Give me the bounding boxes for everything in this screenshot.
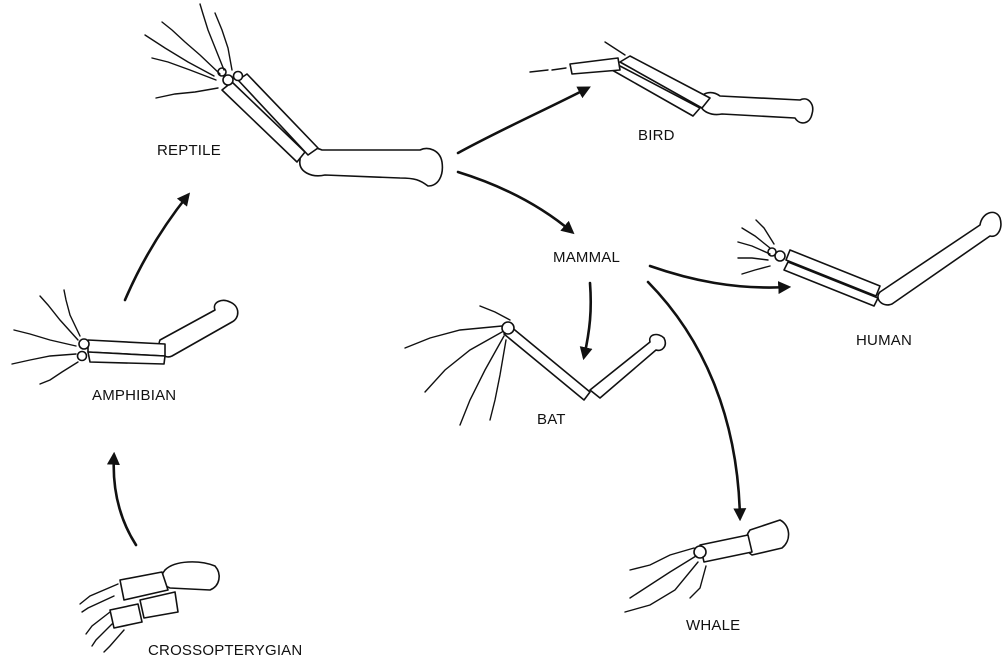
label-whale: WHALE xyxy=(686,618,740,633)
human-limb-illustration xyxy=(738,212,1001,306)
label-bat: BAT xyxy=(537,412,566,427)
arrow-reptile-to-bird xyxy=(458,88,588,153)
crossopterygian-fin-illustration xyxy=(80,562,219,652)
arrow-reptile-to-mammal xyxy=(458,172,572,232)
whale-limb-illustration xyxy=(625,520,789,612)
label-human: HUMAN xyxy=(856,333,912,348)
label-mammal: MAMMAL xyxy=(553,250,620,265)
label-bird: BIRD xyxy=(638,128,675,143)
arrow-mammal-to-human xyxy=(650,266,788,288)
amphibian-limb-illustration xyxy=(12,290,238,384)
arrow-crossopterygian-to-amphibian xyxy=(114,455,136,545)
arrow-mammal-to-bat xyxy=(584,283,591,357)
label-reptile: REPTILE xyxy=(157,143,221,158)
bat-limb-illustration xyxy=(405,306,665,425)
arrow-amphibian-to-reptile xyxy=(125,195,188,300)
bird-limb-illustration xyxy=(530,42,813,123)
arrow-mammal-to-whale xyxy=(648,282,740,518)
label-crossopterygian: CROSSOPTERYGIAN xyxy=(148,643,302,658)
label-amphibian: AMPHIBIAN xyxy=(92,388,176,403)
